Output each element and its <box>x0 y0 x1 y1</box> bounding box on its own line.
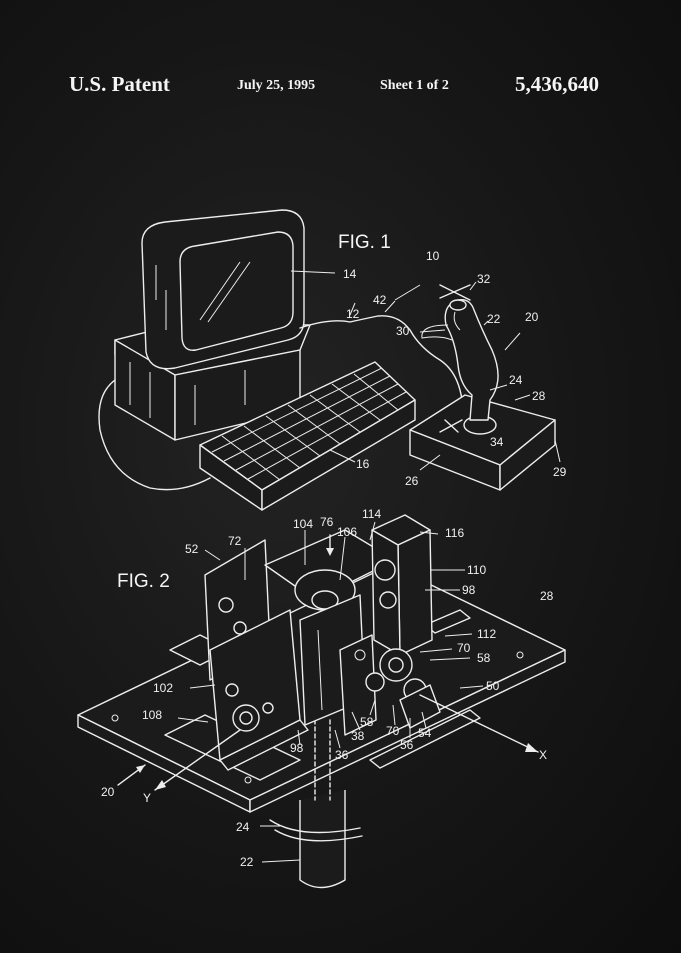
ref-34: 42 <box>373 293 387 307</box>
gimbal-frame-right <box>371 514 433 656</box>
patent-number: 5,436,640 <box>515 72 599 96</box>
ref-32: 32 <box>477 272 491 286</box>
ref-14: 14 <box>343 267 357 281</box>
ref-54: 54 <box>418 726 432 740</box>
ref-102: 102 <box>153 681 173 695</box>
motion-arrows <box>439 284 471 301</box>
monitor <box>141 209 305 370</box>
ref-56: 56 <box>400 738 414 752</box>
fig1-label: FIG. 1 <box>338 232 391 253</box>
ref-28: 28 <box>540 589 554 603</box>
patent-header: U.S. Patent July 25, 1995 Sheet 1 of 2 5… <box>0 72 681 104</box>
ref-76: 70 <box>457 641 471 655</box>
ref-104: 104 <box>293 517 313 531</box>
pivot-assembly <box>264 529 396 736</box>
ref-52: 52 <box>185 542 199 556</box>
ref-80: 72 <box>228 534 242 548</box>
ref-28: 28 <box>532 389 546 403</box>
ref-24: 24 <box>509 373 523 387</box>
ref-38: 38 <box>351 729 365 743</box>
ref-106: 106 <box>337 525 357 539</box>
gear-train <box>354 648 441 729</box>
patent-label: U.S. Patent <box>69 72 170 96</box>
ref-16: 16 <box>356 457 370 471</box>
ref-36: 36 <box>335 748 349 762</box>
ref-29: 29 <box>553 465 567 479</box>
joystick-base <box>409 394 556 491</box>
gimbal-frame-left <box>204 539 309 771</box>
ref-58: 58 <box>360 715 374 729</box>
ref-114: 114 <box>362 507 381 521</box>
ref-108: 108 <box>142 708 162 722</box>
joystick-handle <box>421 299 499 421</box>
ref-20: 20 <box>525 310 539 324</box>
ref-22-fig2: 22 <box>240 855 254 869</box>
axis-x: X <box>539 748 547 762</box>
keyboard <box>199 361 416 511</box>
ref-98: 98 <box>290 741 304 755</box>
patent-date: July 25, 1995 <box>237 78 316 93</box>
ref-96: 76 <box>320 515 334 529</box>
ref-10: 10 <box>426 249 440 263</box>
figure-2-drawing: FIG. 2 52 72 104 76 106 114 116 110 98 2… <box>77 507 566 889</box>
fig2-label: FIG. 2 <box>117 571 170 592</box>
ref-110: 110 <box>467 563 486 577</box>
shaft <box>269 719 363 889</box>
axis-y: Y <box>143 791 151 805</box>
ref-100: 98 <box>462 583 476 597</box>
ref-72: 58 <box>477 651 491 665</box>
ref-50: 50 <box>486 679 500 693</box>
ref-30: 30 <box>396 324 410 338</box>
ref-12: 12 <box>346 307 360 321</box>
ref-42: 34 <box>490 435 504 449</box>
ref-70: 70 <box>386 724 400 738</box>
figure-1-drawing: FIG. 1 14 10 12 42 32 30 22 20 24 28 34 … <box>98 209 567 511</box>
sheet-number: Sheet 1 of 2 <box>380 78 449 93</box>
ref-22: 22 <box>487 312 501 326</box>
ref-116: 116 <box>445 526 464 540</box>
ref-24-fig2: 24 <box>236 820 250 834</box>
ref-26: 26 <box>405 474 419 488</box>
ref-112: 112 <box>477 627 496 641</box>
ref-20-fig2: 20 <box>101 785 115 799</box>
